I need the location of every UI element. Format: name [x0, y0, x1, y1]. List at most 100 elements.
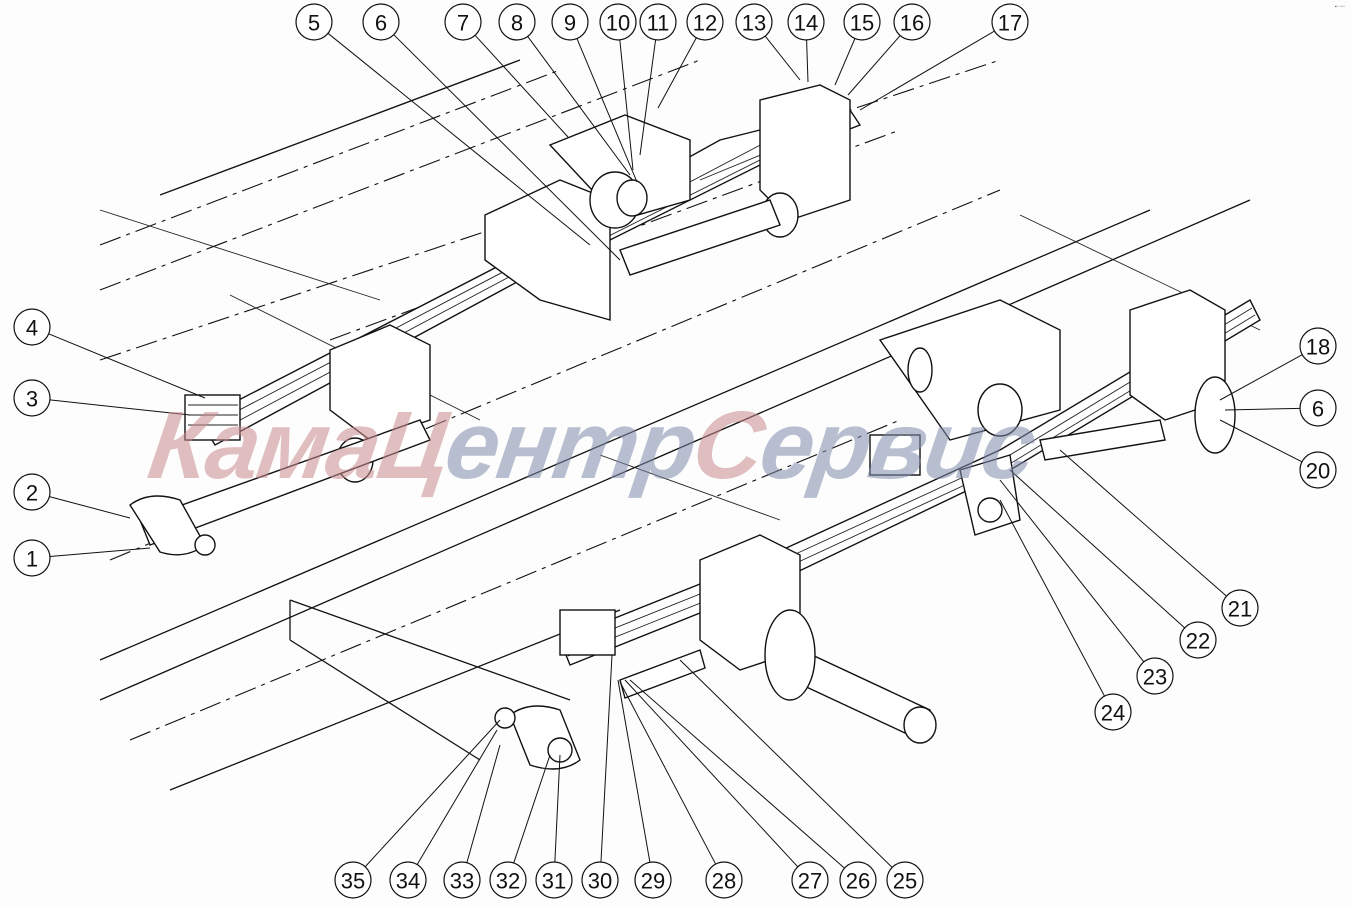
- callout-number: 6: [1312, 397, 1324, 422]
- callout-leader-line: [600, 654, 613, 863]
- callout-circle: [334, 861, 372, 899]
- callout-circle: [787, 3, 825, 41]
- callout: 9: [551, 3, 589, 41]
- callout: 27: [791, 861, 829, 899]
- callout-circle: [489, 861, 527, 899]
- callout-circle: [639, 3, 677, 41]
- callout: 7: [444, 3, 482, 41]
- callout-leader-line: [513, 754, 551, 864]
- callout: 8: [498, 3, 536, 41]
- callout-circle: [551, 3, 589, 41]
- callout: 24: [1094, 693, 1132, 731]
- callout-circle: [686, 3, 724, 41]
- callout: 21: [1221, 589, 1259, 627]
- callout-leader-line: [619, 681, 717, 865]
- callout-number: 10: [606, 11, 630, 36]
- callout: 4: [13, 308, 51, 346]
- callout-circle: [13, 473, 51, 511]
- callout-number: 28: [712, 869, 736, 894]
- callout-circle: [295, 3, 333, 41]
- callout-number: 6: [375, 11, 387, 36]
- callout-leader-line: [999, 499, 1105, 697]
- callout-leader-line: [624, 679, 799, 868]
- callout-circle: [498, 3, 536, 41]
- callout: 6: [362, 3, 400, 41]
- callout: 35: [334, 861, 372, 899]
- callout-number: 21: [1228, 597, 1252, 622]
- callout-number: 16: [900, 11, 924, 36]
- callout-leader-line: [393, 34, 621, 261]
- callout: 18: [1299, 327, 1337, 365]
- callout-circle: [13, 539, 51, 577]
- callout-leader-line: [364, 719, 501, 868]
- callout-circle: [893, 3, 931, 41]
- callout-number: 27: [798, 869, 822, 894]
- callout: 22: [1179, 621, 1217, 659]
- callout: 12: [686, 3, 724, 41]
- callout: 25: [886, 861, 924, 899]
- callout-circle: [535, 861, 573, 899]
- callout-circle: [444, 3, 482, 41]
- callout: 13: [735, 3, 773, 41]
- callout: 16: [893, 3, 931, 41]
- callout-number: 26: [846, 869, 870, 894]
- callout: 10: [599, 3, 637, 41]
- callout-circle: [13, 308, 51, 346]
- callout-leader-line: [49, 547, 151, 557]
- callout-leader-line: [806, 39, 809, 83]
- callout-number: 23: [1143, 665, 1167, 690]
- callout-number: 12: [693, 11, 717, 36]
- callout-number: 15: [850, 11, 874, 36]
- callout-circle: [886, 861, 924, 899]
- callout-number: 29: [641, 869, 665, 894]
- callout-leader-line: [834, 38, 856, 86]
- callout: 31: [535, 861, 573, 899]
- corner-mark: ▪▫ ▫▫▫: [1334, 4, 1345, 10]
- callout: 28: [705, 861, 743, 899]
- callout-leader-line: [49, 399, 191, 416]
- callout-leader-line: [639, 39, 657, 156]
- callout-circle: [1094, 693, 1132, 731]
- callout: 26: [839, 861, 877, 899]
- callout-leader-line: [527, 36, 631, 176]
- callout-circle: [1221, 589, 1259, 627]
- callout-circle: [705, 861, 743, 899]
- callout-circle: [389, 861, 427, 899]
- front-axle: [129, 199, 781, 556]
- callout-circle: [13, 379, 51, 417]
- callout-leader-line: [576, 38, 638, 183]
- callout-number: 2: [26, 481, 38, 506]
- callout-circle: [1299, 389, 1337, 427]
- callout: 2: [13, 473, 51, 511]
- callout-circle: [581, 861, 619, 899]
- callout-leader-line: [999, 479, 1145, 663]
- callout: 33: [443, 861, 481, 899]
- callout-leader-line: [466, 744, 501, 863]
- callout-leader-line: [657, 37, 697, 109]
- callout-leader-line: [1059, 449, 1227, 597]
- callout: 15: [843, 3, 881, 41]
- callout-leader-line: [764, 35, 801, 81]
- callout-number: 1: [26, 547, 38, 572]
- callout-leader-line: [629, 679, 845, 869]
- callout: 17: [991, 3, 1029, 41]
- callout-circle: [1136, 657, 1174, 695]
- callout-number: 14: [794, 11, 818, 36]
- callout-number: 11: [647, 11, 670, 36]
- callout-number: 17: [998, 11, 1022, 36]
- callout-circle: [791, 861, 829, 899]
- callout: 14: [787, 3, 825, 41]
- callout-leader-line: [1009, 469, 1185, 629]
- callout-leader-line: [679, 659, 893, 868]
- callout-number: 4: [26, 316, 38, 341]
- callout-number: 34: [396, 869, 420, 894]
- callout-number: 35: [341, 869, 365, 894]
- callout-circle: [843, 3, 881, 41]
- callout-leader-line: [474, 34, 569, 138]
- callout-circle: [991, 3, 1029, 41]
- callout-number: 5: [308, 11, 320, 36]
- callout: 34: [389, 861, 427, 899]
- callout-circle: [599, 3, 637, 41]
